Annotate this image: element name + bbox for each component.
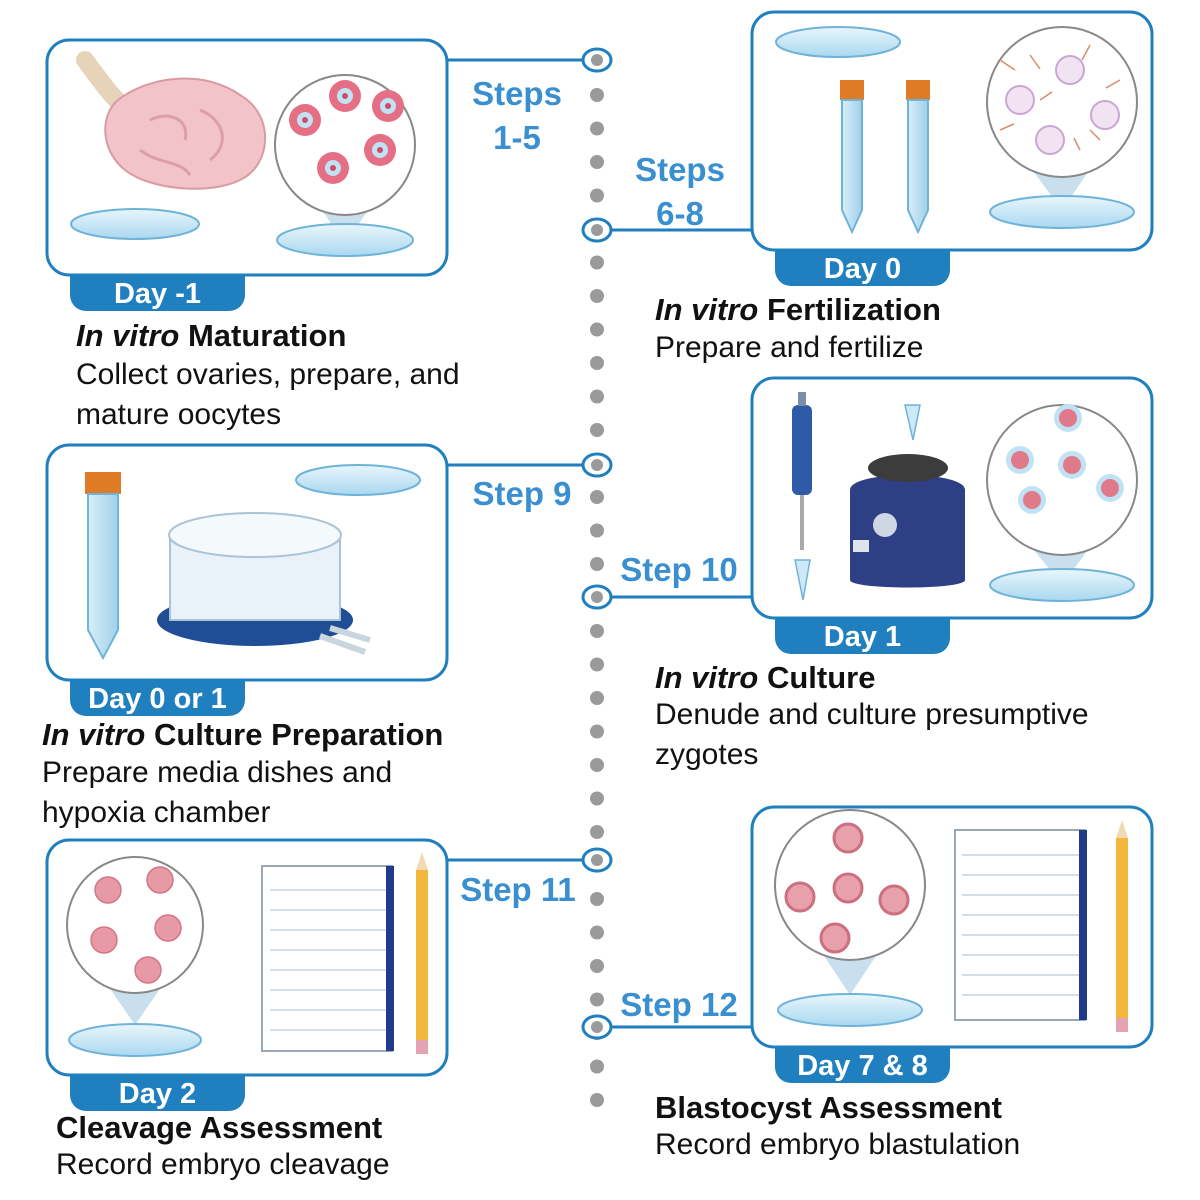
timeline-dot xyxy=(590,255,604,270)
stage-title-maturation: In vitro Maturation xyxy=(76,318,347,353)
notebook xyxy=(954,829,1087,1021)
connectors xyxy=(447,58,752,1029)
hypoxia-chamber xyxy=(157,512,371,655)
timeline-dot xyxy=(590,289,604,303)
timeline-dot xyxy=(590,691,604,705)
ovary-illustration xyxy=(76,51,267,190)
timeline-dot xyxy=(590,791,604,806)
magnified-cleaved-embryos xyxy=(66,856,204,1057)
timeline-dot xyxy=(590,155,604,169)
pencil xyxy=(1116,820,1128,1032)
centrifuge-tube xyxy=(85,472,121,661)
timeline-dot xyxy=(590,356,604,370)
timeline-dot xyxy=(590,624,604,638)
day-tab-fertilization: Day 0 xyxy=(775,250,950,286)
day-tab-culture: Day 1 xyxy=(775,618,950,654)
stage-desc-cleavage: Record embryo cleavage xyxy=(56,1148,390,1181)
timeline-dot xyxy=(590,322,604,337)
stage-title-culture: In vitro Culture xyxy=(655,660,876,695)
timeline-dot xyxy=(590,88,604,102)
stage-desc-maturation: Collect ovaries, prepare, and mature ooc… xyxy=(76,358,460,431)
timeline-dot xyxy=(590,188,604,203)
magnified-sperm-oocytes xyxy=(986,26,1138,229)
petri-dish xyxy=(775,26,901,58)
step-label-fertilization: Steps 6-8 xyxy=(635,151,725,232)
stage-desc-blastocyst: Record embryo blastulation xyxy=(655,1128,1021,1161)
timeline-dot xyxy=(590,657,604,672)
stage-title-blastocyst: Blastocyst Assessment xyxy=(655,1090,1002,1125)
timeline-dot xyxy=(590,724,604,739)
timeline-dot xyxy=(590,825,604,839)
timeline-dot xyxy=(590,557,604,571)
magnified-zygotes xyxy=(986,404,1138,602)
step-label-culture-prep: Step 9 xyxy=(472,475,572,512)
day-tab-maturation: Day -1 xyxy=(70,275,245,311)
timeline-dot xyxy=(590,992,604,1007)
magnified-oocytes xyxy=(274,74,416,257)
pipette xyxy=(792,392,812,601)
day-tab-blastocyst: Day 7 & 8 xyxy=(775,1047,950,1083)
notebook xyxy=(261,865,394,1052)
day-tab-cleavage: Day 2 xyxy=(70,1075,245,1111)
timeline-dot xyxy=(590,121,604,136)
timeline-dot xyxy=(590,423,604,437)
pencil xyxy=(416,852,428,1054)
step-label-maturation: Steps 1-5 xyxy=(472,75,562,156)
magnified-blastocysts xyxy=(774,809,926,1027)
timeline-dot xyxy=(590,959,604,973)
step-label-culture: Step 10 xyxy=(620,551,738,588)
stage-title-cleavage: Cleavage Assessment xyxy=(56,1110,383,1145)
petri-dish xyxy=(70,208,200,240)
timeline-dot xyxy=(590,523,604,538)
timeline-dot xyxy=(590,1093,604,1107)
stage-desc-fertilization: Prepare and fertilize xyxy=(655,331,924,364)
stage-title-culture-prep: In vitro Culture Preparation xyxy=(42,717,444,752)
timeline-dot xyxy=(590,892,604,906)
microtube xyxy=(904,404,921,441)
timeline-dot xyxy=(590,389,604,404)
timeline-rings xyxy=(581,47,613,1040)
stage-title-fertilization: In vitro Fertilization xyxy=(655,292,941,327)
timeline-dot xyxy=(590,758,604,772)
centrifuge-tubes xyxy=(840,80,930,235)
petri-dish xyxy=(295,464,421,496)
timeline-dot xyxy=(590,925,604,940)
stage-desc-culture-prep: Prepare media dishes and hypoxia chamber xyxy=(42,756,393,829)
vortex-mixer xyxy=(850,454,965,588)
step-label-blastocyst: Step 12 xyxy=(620,986,738,1023)
step-label-cleavage: Step 11 xyxy=(460,871,576,908)
stage-desc-culture: Denude and culture presumptive zygotes xyxy=(655,698,1089,771)
timeline-dot xyxy=(590,490,604,504)
timeline-dot xyxy=(590,1059,604,1074)
day-tab-culture-prep: Day 0 or 1 xyxy=(70,680,245,716)
